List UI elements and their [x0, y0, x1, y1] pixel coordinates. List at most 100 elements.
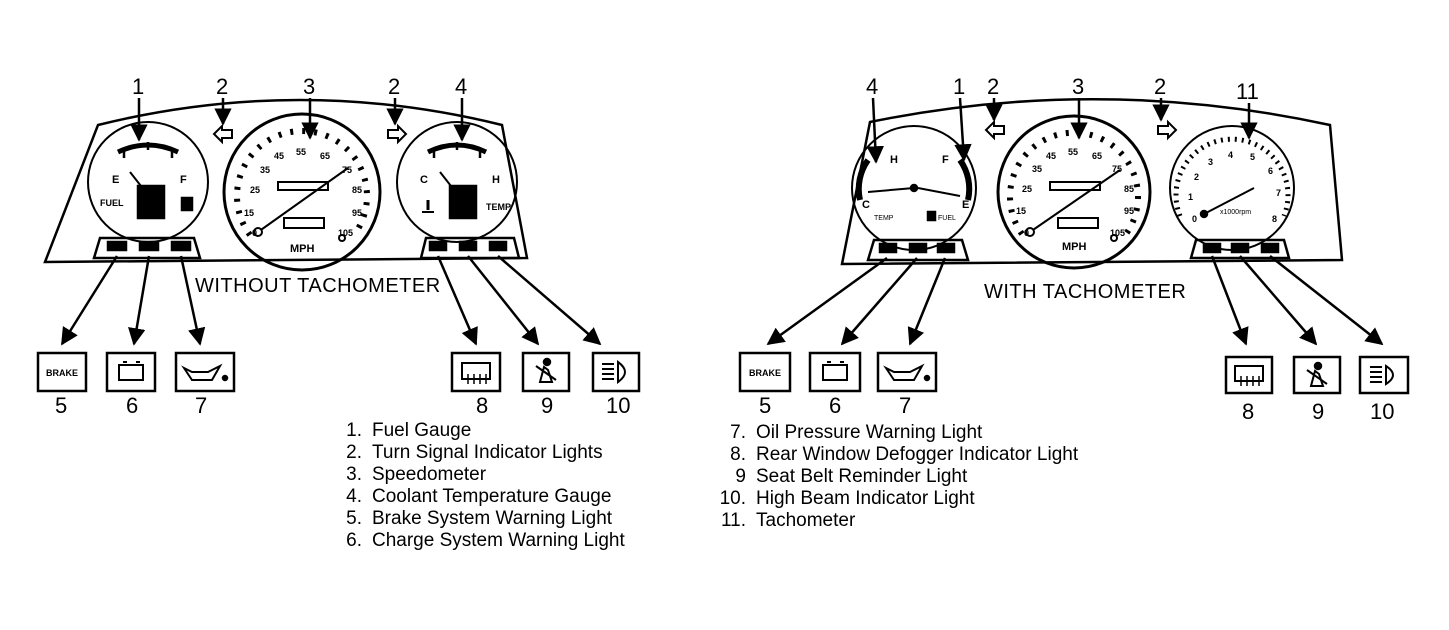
speedometer-right: MPH	[996, 114, 1152, 270]
right-cluster-left-warning-panel	[866, 238, 970, 262]
speed-mark: 95	[352, 208, 362, 218]
speed-mark: 75	[342, 165, 352, 175]
speed-mark: 85	[352, 185, 362, 195]
brake-icon-text: BRAKE	[46, 368, 78, 378]
legend-number: 2.	[346, 442, 362, 463]
callout-speedometer-left: 3	[303, 74, 315, 99]
turn-signal-right-cluster-right-icon	[1157, 119, 1178, 141]
brake-warning-icon: BRAKE	[36, 351, 88, 393]
temp-h-label: H	[492, 174, 500, 186]
speed-mark: 55	[1068, 147, 1078, 157]
tach-mark: 5	[1250, 152, 1255, 162]
combo-fuel-label: FUEL	[938, 215, 956, 222]
seat-belt-reminder-icon-right	[1292, 355, 1342, 395]
legend-text: Turn Signal Indicator Lights	[372, 442, 603, 463]
callout-fuel-right: 1	[953, 74, 965, 99]
combo-temp-label: TEMP	[874, 215, 894, 222]
left-leader-lines	[60, 98, 602, 346]
tach-mark: 3	[1208, 157, 1213, 167]
right-indicator-icons: BRAKE	[738, 351, 1410, 395]
right-warning-light-panel-left	[419, 236, 521, 260]
turn-signal-right-cluster-left-icon	[984, 119, 1005, 141]
combo-e-label: E	[962, 199, 969, 211]
speed-mark: 45	[1046, 151, 1056, 161]
legend-column-1: 1.Fuel Gauge 2.Turn Signal Indicator Lig…	[336, 420, 625, 552]
temp-c-label: C	[420, 174, 428, 186]
tach-mark: 4	[1228, 150, 1233, 160]
legend-text: Coolant Temperature Gauge	[372, 486, 612, 507]
left-icon-numbers: 5 6 7 8 9 10	[55, 393, 630, 418]
callout-turn-left-b: 2	[388, 74, 400, 99]
speed-mark: 75	[1112, 164, 1122, 174]
callout-coolant-left: 4	[455, 74, 467, 99]
combo-c-label: C	[862, 199, 870, 211]
speed-mark: 65	[1092, 151, 1102, 161]
battery-warning-icon	[105, 351, 157, 393]
legend-text: Charge System Warning Light	[372, 530, 625, 551]
label-high-beam-left: 10	[606, 393, 630, 418]
legend-number: 11.	[720, 510, 746, 531]
legend-item: 3. Speedometer	[336, 464, 625, 486]
legend-number: 3.	[346, 464, 362, 485]
speedometer-left: MPH	[222, 112, 382, 272]
callout-turn-right-a: 2	[987, 74, 999, 99]
legend-text: High Beam Indicator Light	[756, 488, 975, 509]
callout-coolant-right: 4	[866, 74, 878, 99]
tach-units-label: x1000rpm	[1220, 209, 1251, 216]
tachometer-marks: 0 1 2 3 4 5 6 7 8	[1188, 150, 1281, 224]
legend-number: 4.	[346, 486, 362, 507]
defogger-indicator-icon-right	[1224, 355, 1274, 395]
caption-without-tachometer: WITHOUT TACHOMETER	[195, 275, 441, 297]
speedometer-mph-label: MPH	[290, 243, 315, 255]
right-icon-numbers: 5 6 7 8 9 10	[759, 393, 1394, 424]
tach-mark: 6	[1268, 166, 1273, 176]
speed-mark: 15	[244, 208, 254, 218]
legend-text: Speedometer	[372, 464, 487, 485]
label-charge-left: 6	[126, 393, 138, 418]
speed-mark: 55	[296, 147, 306, 157]
speed-mark: 35	[1032, 164, 1042, 174]
label-oil-right: 7	[899, 393, 911, 418]
right-cluster-outline	[840, 98, 1344, 266]
speed-mark: 0	[1024, 228, 1029, 238]
legend-number: 8.	[730, 444, 746, 465]
fuel-temperature-combo-gauge: H F C E TEMP FUEL	[851, 125, 977, 251]
cluster-without-tachometer: E F FUEL MPH C H TEMP	[43, 98, 529, 272]
seat-belt-reminder-icon	[521, 351, 571, 393]
speed-mark: 35	[260, 165, 270, 175]
oil-pressure-warning-icon-right	[876, 351, 938, 393]
legend-item: 7. Oil Pressure Warning Light	[714, 422, 1078, 444]
right-cluster-right-warning-panel	[1189, 238, 1291, 260]
callout-turn-right-b: 2	[1154, 74, 1166, 99]
speed-mark: 25	[250, 185, 260, 195]
high-beam-indicator-icon-right	[1358, 355, 1410, 395]
legend-column-2: 7.Oil Pressure Warning Light 8.Rear Wind…	[714, 422, 1079, 532]
fuel-label: FUEL	[100, 198, 124, 208]
speedometer-right-mph: MPH	[1062, 241, 1087, 253]
label-brake-right: 5	[759, 393, 771, 418]
legend-text: Tachometer	[756, 510, 856, 531]
speed-mark: 45	[274, 151, 284, 161]
speed-mark: 65	[320, 151, 330, 161]
legend-number: 1.	[346, 420, 362, 441]
defogger-indicator-icon	[450, 351, 502, 393]
legend-item: 11. Tachometer	[714, 510, 1078, 532]
left-cluster-outline	[43, 98, 529, 264]
speed-mark: 95	[1124, 206, 1134, 216]
speedometer-right-marks: 0 15 25 35 45 55 65 75 85 95 105	[1016, 147, 1134, 238]
caption-with-tachometer: WITH TACHOMETER	[984, 281, 1186, 303]
legend-text: Oil Pressure Warning Light	[756, 422, 983, 443]
legend-item: 2. Turn Signal Indicator Lights	[336, 442, 625, 464]
right-leader-lines	[766, 97, 1384, 346]
label-brake-left: 5	[55, 393, 67, 418]
callout-fuel-left: 1	[132, 74, 144, 99]
legend-number: 9	[735, 466, 746, 487]
speed-mark: 105	[1110, 228, 1125, 238]
legend-number: 10.	[719, 488, 746, 509]
coolant-temperature-gauge: C H TEMP	[396, 121, 518, 243]
speed-mark: 15	[1016, 206, 1026, 216]
label-charge-right: 6	[829, 393, 841, 418]
legend-number: 7.	[730, 422, 746, 443]
